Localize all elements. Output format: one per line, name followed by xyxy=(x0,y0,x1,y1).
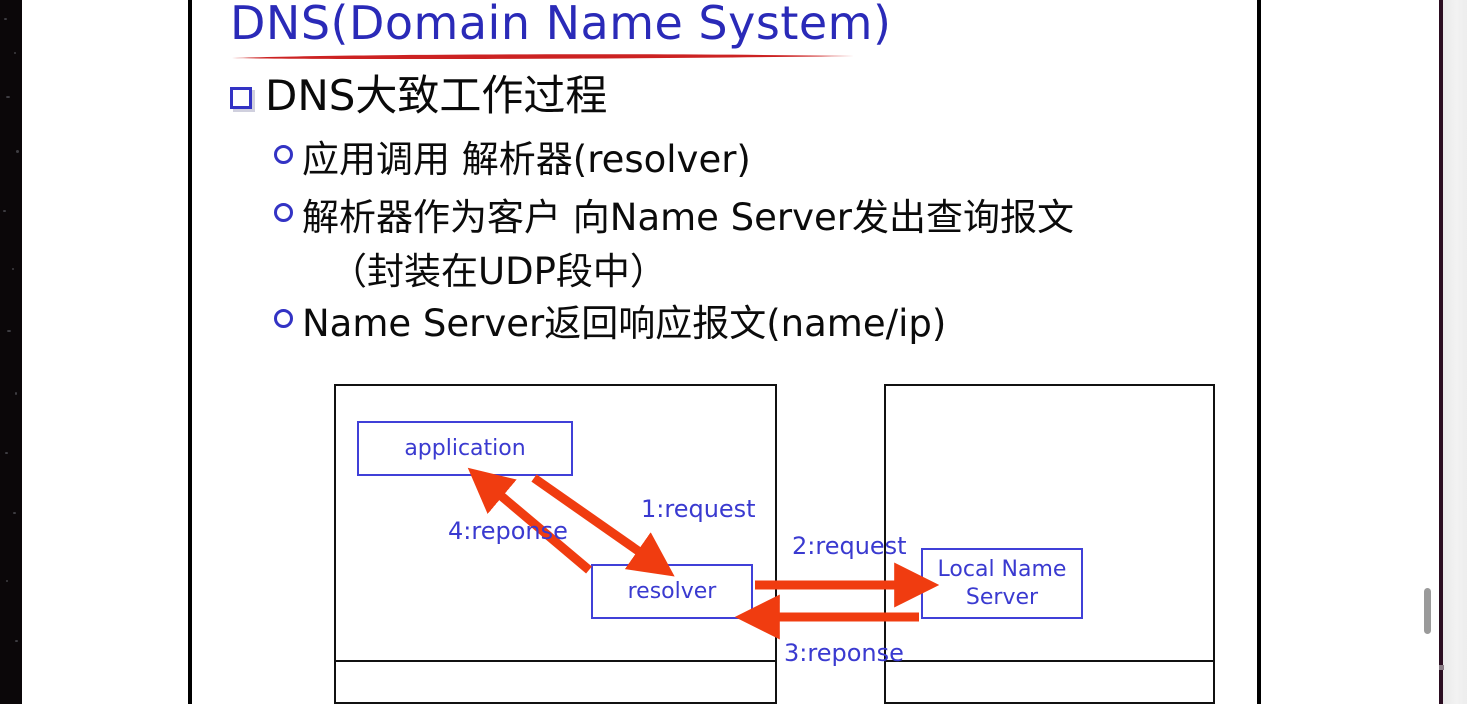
list-item-label: 应用调用 解析器(resolver) xyxy=(302,138,751,181)
circle-bullet-icon xyxy=(274,145,293,164)
title-underline xyxy=(232,54,854,60)
arrow-label-4-reponse: 4:reponse xyxy=(448,517,568,545)
client-host-box xyxy=(334,384,777,704)
list-item: 应用调用 解析器(resolver) xyxy=(274,132,1234,188)
left-dark-strip xyxy=(0,0,22,704)
circle-bullet-icon xyxy=(274,309,293,328)
window-edge-accent xyxy=(1439,0,1443,704)
heading-row: DNS大致工作过程 xyxy=(230,70,607,122)
list-item-text-group: 解析器作为客户 向Name Server发出查询报文 （封装在UDP段中） xyxy=(302,190,1074,298)
arrow-label-2-request: 2:request xyxy=(792,532,907,560)
slide-border-right xyxy=(1257,0,1261,704)
arrow-label-1-request: 1:request xyxy=(641,495,756,523)
bullet-list: 应用调用 解析器(resolver) 解析器作为客户 向Name Server发… xyxy=(274,132,1234,354)
name-server-host-box xyxy=(884,384,1215,704)
slide-title-block: DNS(Domain Name System) xyxy=(230,0,930,66)
vertical-scrollbar-thumb[interactable] xyxy=(1424,588,1431,634)
list-item-label: Name Server返回响应报文(name/ip) xyxy=(302,302,947,345)
list-item: 解析器作为客户 向Name Server发出查询报文 （封装在UDP段中） xyxy=(274,190,1234,298)
square-bullet-icon xyxy=(230,87,252,109)
arrow-1-request xyxy=(531,474,675,577)
arrow-4-reponse xyxy=(467,467,592,574)
window-edge-marker xyxy=(1439,665,1444,670)
name-server-host-divider xyxy=(884,660,1215,662)
circle-bullet-icon xyxy=(274,203,293,222)
section-heading: DNS大致工作过程 xyxy=(265,71,608,120)
client-host-divider xyxy=(334,660,777,662)
list-item: Name Server返回响应报文(name/ip) xyxy=(274,296,1234,352)
node-resolver: resolver xyxy=(591,564,753,619)
page-title: DNS(Domain Name System) xyxy=(230,0,892,50)
list-item-continuation: （封装在UDP段中） xyxy=(330,250,667,293)
list-item-label: 解析器作为客户 向Name Server发出查询报文 xyxy=(302,196,1075,239)
arrow-label-3-reponse: 3:reponse xyxy=(784,639,904,667)
slide-border-left xyxy=(188,0,192,704)
slide-content: DNS(Domain Name System) DNS大致工作过程 应用调用 解… xyxy=(192,0,1257,704)
node-application: application xyxy=(357,421,573,476)
window-right-gutter xyxy=(1443,0,1467,704)
